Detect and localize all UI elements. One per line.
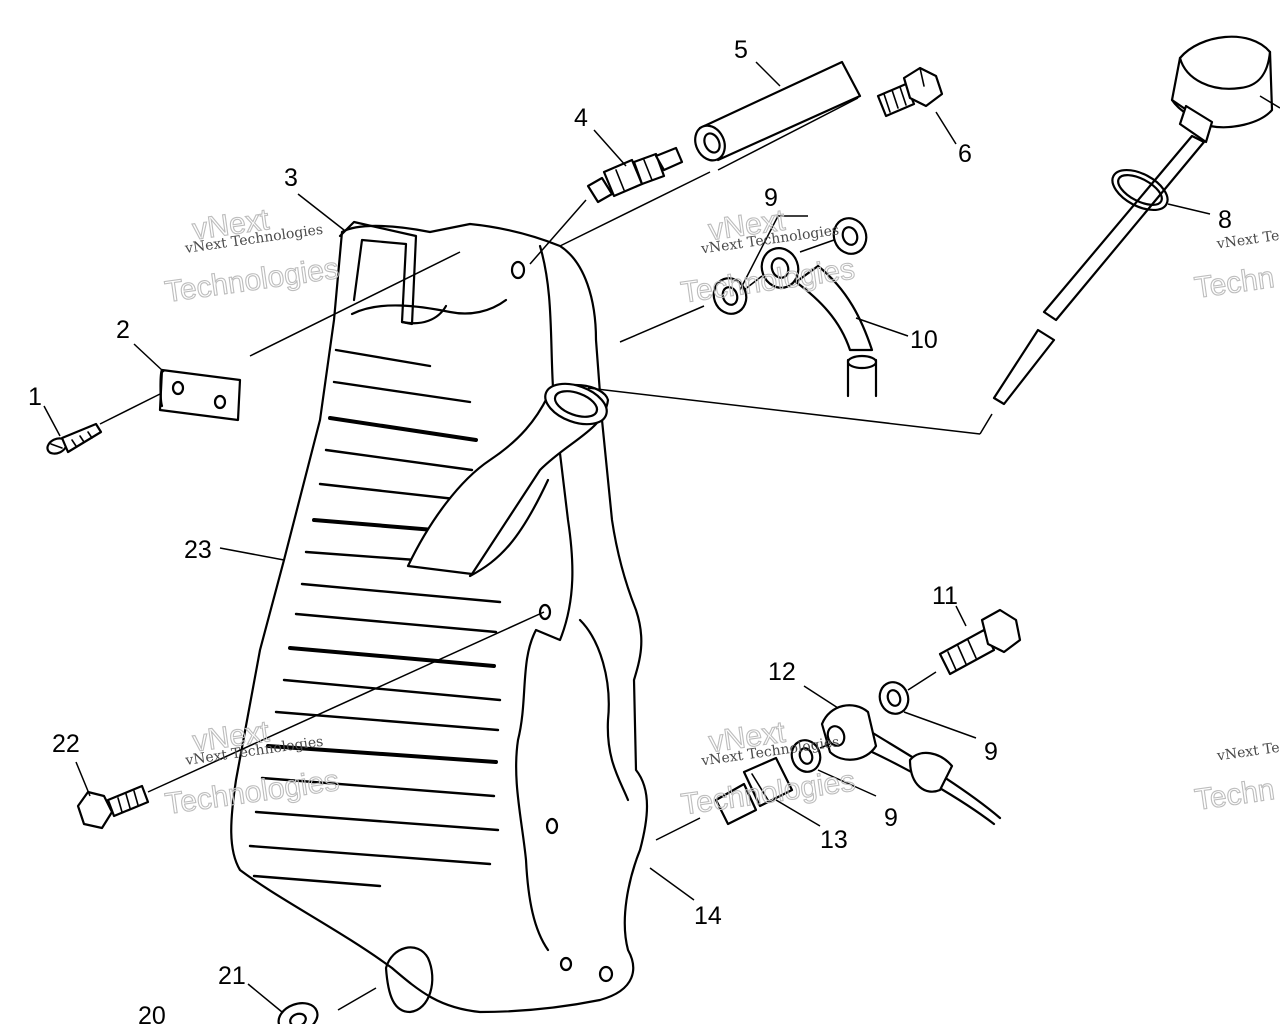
callout-13: 13 xyxy=(820,826,848,854)
dipstick-part-8 xyxy=(992,134,1206,406)
callout-2: 2 xyxy=(116,316,130,344)
filler-neck xyxy=(406,382,610,578)
callout-14: 14 xyxy=(694,902,722,930)
watermark-technologies-partial: Techn xyxy=(1193,773,1277,817)
oil-line-part-10 xyxy=(760,247,878,398)
watermark-right-edge-top: vNext Te Techn xyxy=(1192,228,1280,306)
washer-part-9-top xyxy=(712,217,868,315)
bolt-part-6 xyxy=(876,66,944,118)
oil-tank xyxy=(230,220,649,1014)
watermark-top-left: vNext vNext Technologies Technologies xyxy=(162,203,341,310)
washer-part-21 xyxy=(277,1002,319,1024)
callout-1: 1 xyxy=(28,383,42,411)
hose-part-5 xyxy=(694,60,862,162)
bolt-part-11 xyxy=(938,608,1022,676)
plate-part-2 xyxy=(158,368,242,422)
callout-4: 4 xyxy=(574,104,588,132)
callout-21: 21 xyxy=(218,962,246,990)
watermark-technologies-partial: Techn xyxy=(1193,261,1277,305)
tank-ribs xyxy=(248,348,502,888)
callout-5: 5 xyxy=(734,36,748,64)
callout-3: 3 xyxy=(284,164,298,192)
callout-23: 23 xyxy=(184,536,212,564)
watermark-caption-partial: vNext Te xyxy=(1215,740,1280,765)
callout-12: 12 xyxy=(768,658,796,686)
oil-line-part-12 xyxy=(820,704,1002,826)
callout-20: 20 xyxy=(138,1002,166,1024)
callout-9-top: 9 xyxy=(764,184,778,212)
callout-labels: 1 2 3 4 5 6 8 9 10 11 12 9 9 13 14 23 22… xyxy=(28,36,1232,1024)
assembly-lines xyxy=(99,97,993,1011)
callout-22: 22 xyxy=(52,730,80,758)
sender-part-13 xyxy=(714,756,794,826)
washer-part-9-lower xyxy=(790,681,910,773)
callout-9-right: 9 xyxy=(984,738,998,766)
callout-9-lower: 9 xyxy=(884,804,898,832)
dipstick-cap-part-7 xyxy=(1170,35,1274,144)
watermark-right-edge-bottom: vNext Te Techn xyxy=(1192,740,1280,818)
callout-8: 8 xyxy=(1218,206,1232,234)
watermark-technologies: Technologies xyxy=(163,252,341,309)
leader-lines xyxy=(43,61,1280,1013)
callout-6: 6 xyxy=(958,140,972,168)
callout-10: 10 xyxy=(910,326,938,354)
fitting-part-4 xyxy=(586,146,684,204)
screw-part-1 xyxy=(46,422,103,455)
callout-11: 11 xyxy=(932,582,958,610)
